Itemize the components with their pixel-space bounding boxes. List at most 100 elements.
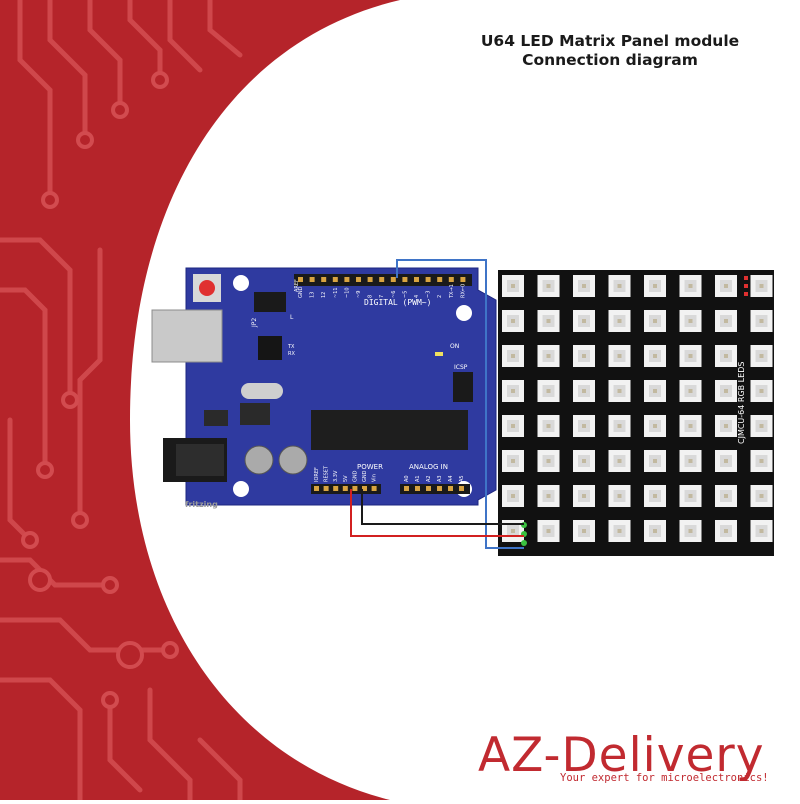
rgb-led [644,415,666,437]
analog-pin [459,486,464,491]
led-grid [502,275,773,542]
rgb-led [502,485,524,507]
rgb-led [679,345,702,367]
tx-label: TX [287,344,295,350]
icsp-label: ICSP [454,364,468,371]
usb-chip [258,336,282,360]
digital-pin [379,277,385,282]
icsp-header [453,372,473,402]
analog-pin [437,486,442,491]
rgb-led [537,485,560,507]
rgb-led [573,520,595,542]
logo-tagline: Your expert for microelectronics! [560,772,769,784]
matrix-pin-gnd [521,540,527,546]
crystal [241,383,283,399]
analog-header [400,484,470,494]
digital-pin-label: 7 [379,295,385,298]
power-pin [314,486,319,491]
fritzing-watermark: fritzing [185,500,218,509]
power-pin [371,486,377,491]
digital-pin-label: ~10 [344,287,350,298]
digital-pin [321,277,327,282]
aref-label: AREF [294,279,300,292]
rgb-led [750,310,773,332]
digital-pin-label: 8 [368,295,374,298]
capacitor [244,445,274,475]
rgb-led [608,450,631,472]
rgb-led [537,345,560,367]
capacitor [278,445,308,475]
digital-pin [332,277,338,282]
rgb-led [608,520,631,542]
digital-pin [356,277,361,282]
digital-pin [448,277,454,282]
rgb-led [502,380,524,402]
analog-pin [426,486,431,491]
circuit-pads [21,71,179,709]
rgb-led [644,275,666,297]
rgb-led [608,380,631,402]
analog-pin-label: A2 [426,475,432,482]
analog-pin [448,486,453,491]
digital-pin-label: 13 [310,292,316,298]
wire-data-blue [396,259,524,549]
digital-pin-label: TX→1 [449,284,455,299]
rgb-led [537,380,560,402]
analog-pin [404,486,409,491]
rgb-led [644,310,666,332]
power-pin-label: GND [362,470,368,482]
power-pin [323,486,329,491]
digital-pin [298,277,303,282]
rgb-led [573,380,595,402]
title-line-2: Connection diagram [522,51,698,69]
red-background [0,0,400,803]
rgb-led [608,415,631,437]
power-pin [352,486,358,491]
matrix-label: CJMCU-64 RGB LEDS [737,362,746,444]
analog-label: ANALOG IN [409,463,448,471]
rgb-led [715,450,737,472]
rgb-led [679,520,702,542]
rgb-led [679,450,702,472]
rgb-led [502,345,524,367]
power-pin [342,486,348,491]
mounting-hole [233,481,249,497]
rgb-led [679,485,702,507]
rgb-led [715,520,737,542]
rgb-led [750,450,773,472]
power-pin [333,486,339,491]
digital-pin [402,277,408,282]
wire-5v-red [350,489,524,537]
rgb-led [573,275,595,297]
analog-pin [415,486,420,491]
mounting-hole [456,305,472,321]
digital-pin [460,277,466,282]
digital-header-label: DIGITAL (PWM~) [364,298,431,307]
rgb-led [573,310,595,332]
power-pin-label: RESET [324,465,330,482]
rgb-led [537,520,560,542]
wire-gnd-black [361,489,524,525]
rgb-led [644,345,666,367]
rgb-led [715,310,737,332]
logo-wordmark: AZ-Delivery [478,728,765,783]
regulator-2 [204,410,228,426]
on-label: ON [450,343,459,350]
rgb-led [750,415,773,437]
digital-pin [390,277,396,282]
digital-pin [414,277,419,282]
digital-pin-label: ~3 [426,291,432,298]
rgb-led [608,310,631,332]
az-delivery-logo: AZ-Delivery Your expert for microelectro… [478,728,784,788]
digital-pin [309,277,315,282]
rgb-led [750,380,773,402]
rgb-led [715,485,737,507]
diagram-title: U64 LED Matrix Panel module Connection d… [450,32,770,70]
power-pin-label: 5V [343,475,349,482]
rgb-led [715,415,737,437]
rgb-led [608,345,631,367]
